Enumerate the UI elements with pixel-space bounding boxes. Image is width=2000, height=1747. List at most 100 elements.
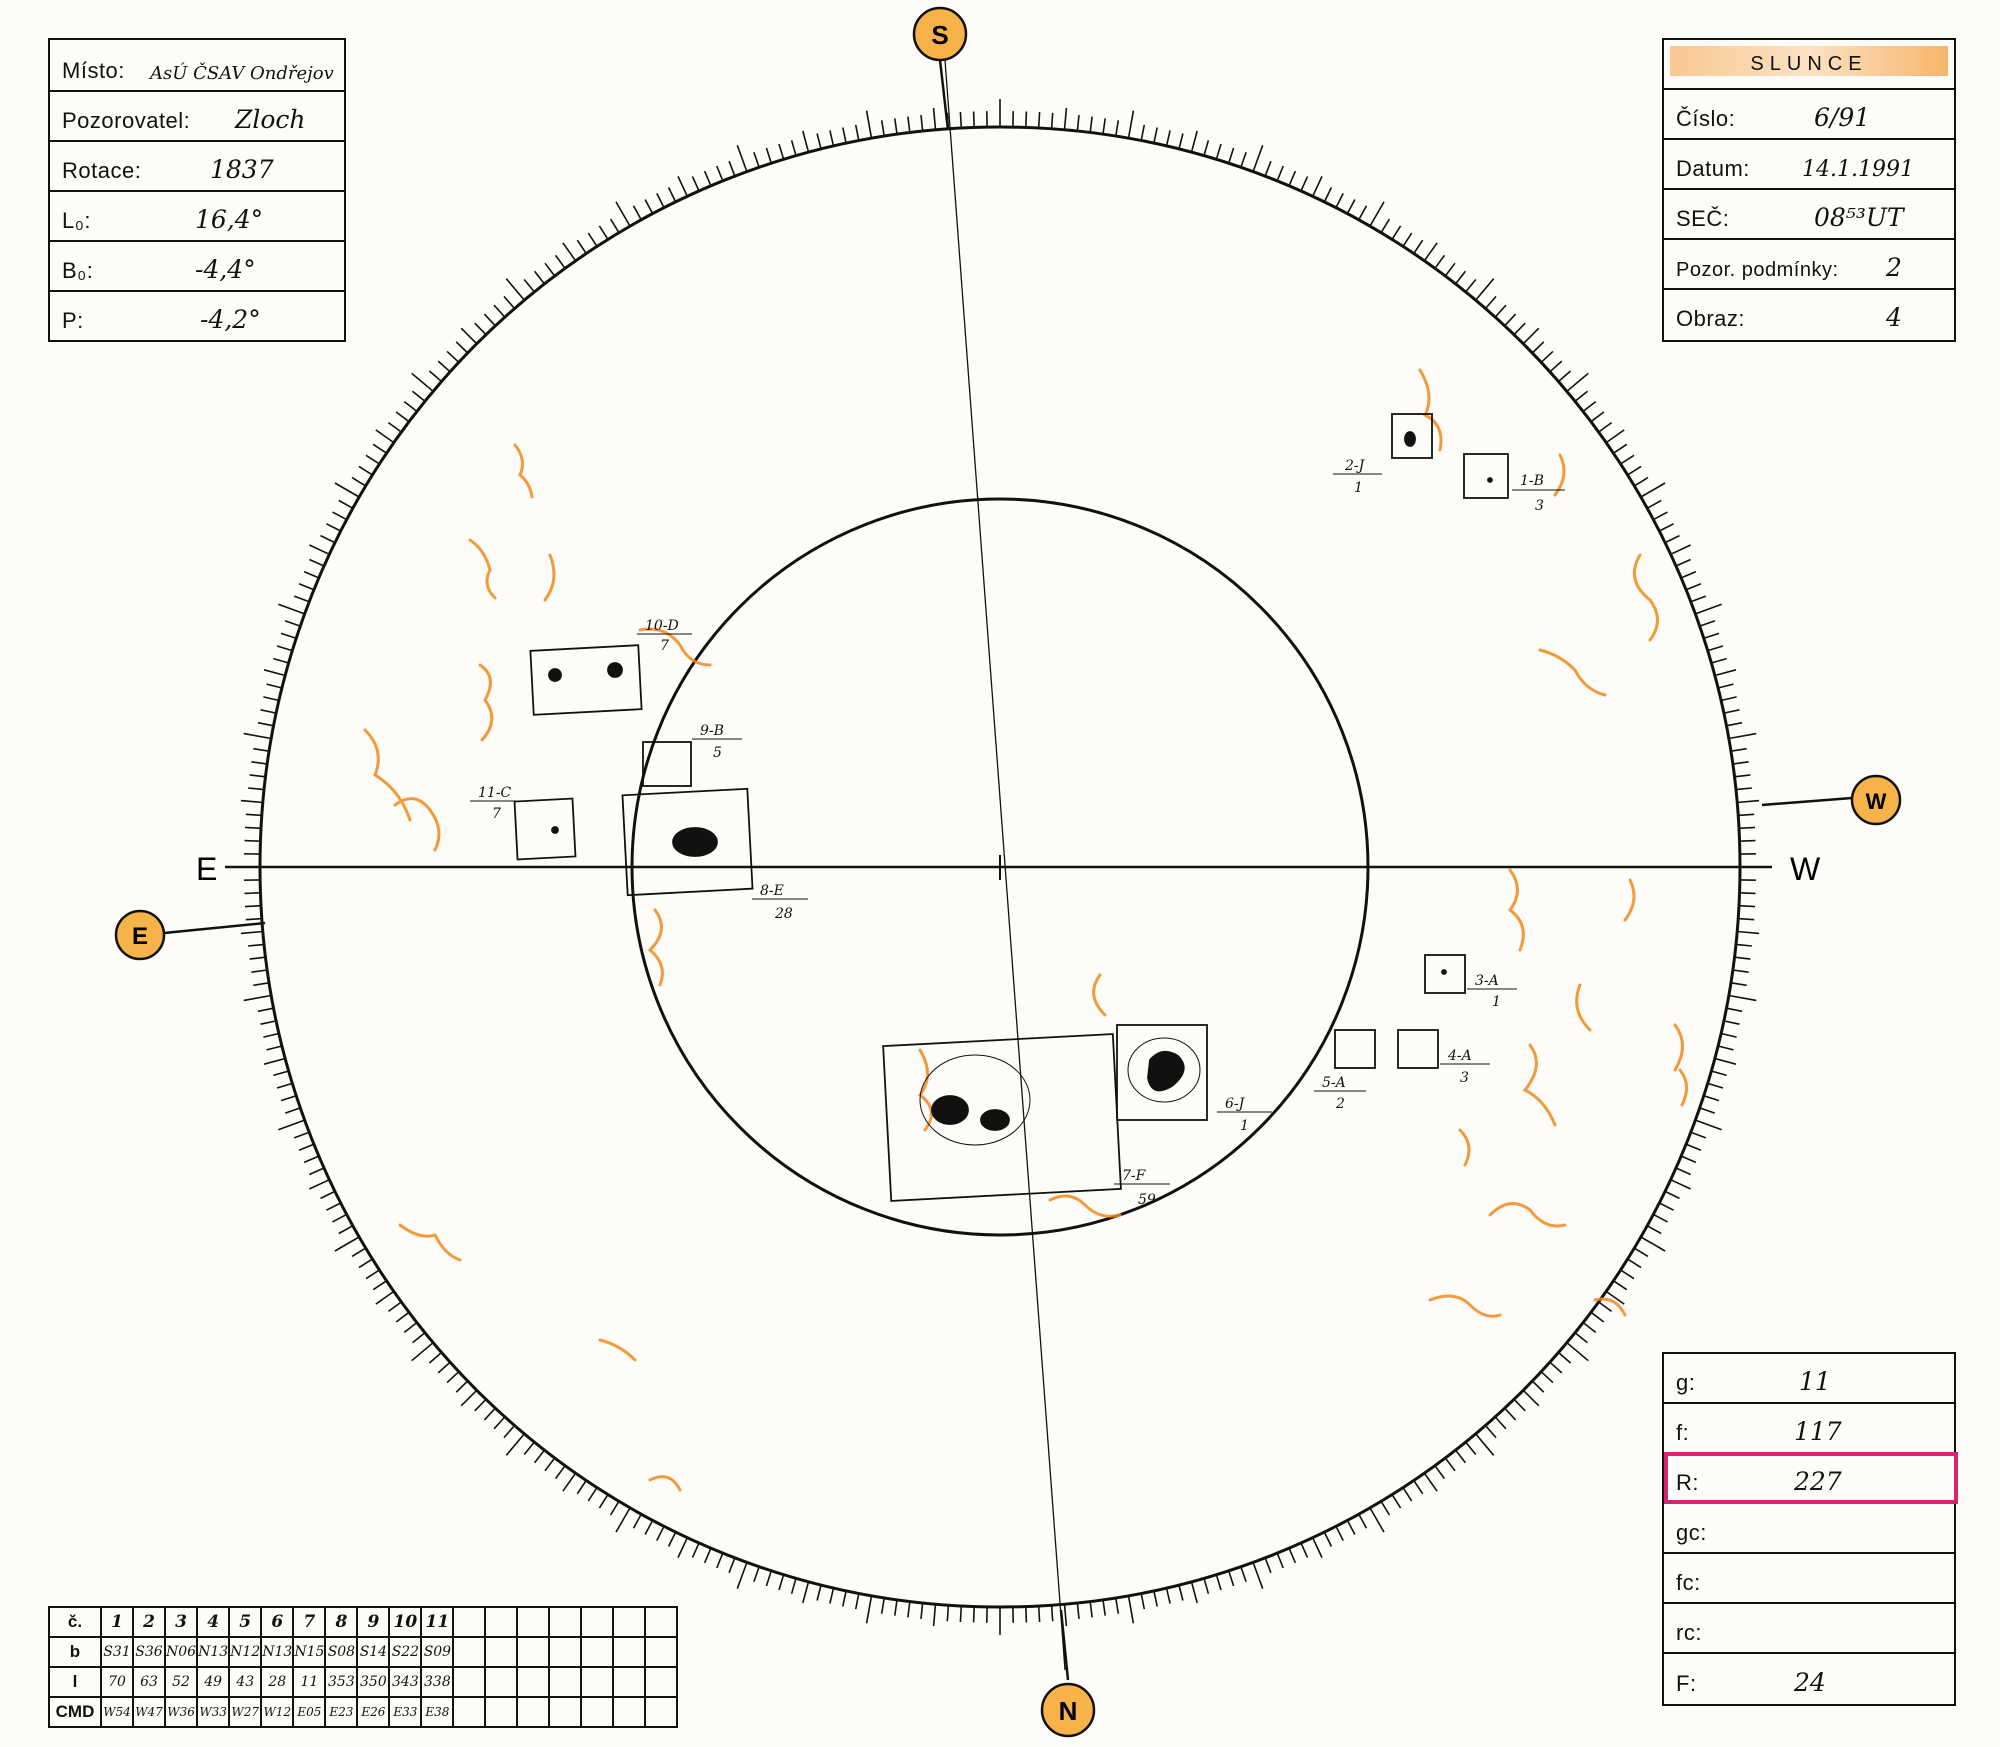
scale-tick [932,1604,937,1627]
value-obraz: 4 [1886,303,1902,332]
scale-tick [778,143,785,160]
scale-tick [1240,151,1247,168]
scale-tick [1300,1542,1309,1558]
scale-tick [959,1605,963,1623]
scale-tick [240,799,263,804]
scale-tick [716,1552,724,1569]
scale-tick [1063,1604,1068,1627]
value-rotace: 1837 [210,155,274,184]
group-box-7F [882,1033,1122,1202]
scale-tick [260,1020,277,1025]
svg-text:1: 1 [1354,480,1363,496]
scale-tick [677,1537,689,1558]
scale-tick [1252,145,1264,172]
scale-tick [615,1507,631,1533]
scale-tick [609,218,620,234]
row-obraz: Obraz: 4 [1664,290,1954,338]
scale-tick [1627,1258,1642,1269]
coord-cell-empty [516,1666,551,1698]
scale-tick [1413,239,1424,254]
scale-tick [278,603,305,615]
scale-tick [273,1070,289,1077]
scale-tick [587,1487,598,1502]
group-label-9B: 9-B5 [692,723,742,761]
group-label-3A: 3-A1 [1467,973,1517,1010]
scale-tick [263,669,286,677]
scale-tick [753,1566,760,1583]
scale-tick [309,1178,330,1190]
scale-tick [358,1258,373,1269]
scale-tick [483,1407,496,1421]
scale-tick [351,1247,367,1258]
scale-tick [1723,1020,1740,1025]
label-misto: Místo: [62,58,125,83]
scale-tick [257,721,274,727]
scale-tick [251,761,268,765]
row-sec: SEČ:08⁵³UT [1664,190,1954,240]
svg-text:59: 59 [1138,1192,1156,1208]
value-podminky: 2 [1886,253,1902,282]
svg-text:7-F: 7-F [1122,1168,1147,1184]
scale-tick [332,1213,347,1223]
scale-tick [1699,620,1716,627]
coord-cell-empty [644,1606,679,1638]
value-f: 117 [1794,1417,1842,1446]
value-datum: 14.1.1991 [1802,157,1914,182]
compass-badge-w [1850,774,1902,826]
scale-tick [1413,1480,1424,1495]
group-box-6J [1116,1024,1208,1121]
coord-cell: 63 [132,1666,166,1698]
scale-tick [1690,595,1707,603]
scale-tick [959,111,963,129]
scale-tick [1690,1131,1707,1139]
scale-tick [1190,130,1198,153]
scale-tick [736,145,748,172]
scale-tick [802,1581,810,1604]
scale-tick [503,1424,516,1439]
scale-tick [240,930,263,935]
label-obraz: Obraz: [1676,306,1746,331]
scale-tick [244,839,261,842]
scale-tick [1465,1441,1477,1456]
label-F: F: [1676,1671,1697,1696]
scale-tick [483,313,496,327]
scale-tick [1633,1247,1649,1258]
scale-tick [1227,147,1235,164]
scale-tick [1646,499,1662,509]
scale-tick [1726,1007,1743,1013]
scale-tick [1484,295,1497,310]
scale-tick [1695,1119,1722,1131]
coord-cell-empty [580,1666,615,1698]
scale-tick [703,1547,712,1564]
scale-tick [1738,917,1755,921]
scale-tick [446,1371,460,1384]
group-box-8E [621,787,754,897]
scale-tick [1720,696,1737,702]
scale-tick [437,360,451,373]
value-l0: 16,4° [195,205,264,234]
scale-tick [1739,892,1756,895]
coord-cell: E23 [324,1696,359,1728]
scale-tick [1434,254,1446,269]
scale-tick [753,151,760,168]
scale-tick [865,110,873,139]
scale-tick [802,130,810,153]
scale-tick [894,1599,898,1616]
scale-tick [1675,1167,1691,1176]
svg-text:5-A: 5-A [1322,1075,1346,1091]
scale-tick [474,322,487,336]
scale-tick [1711,1070,1727,1077]
label-f: f: [1676,1420,1690,1445]
coord-row-label: b [48,1636,102,1668]
coord-cell-empty [484,1636,519,1668]
scale-tick [1658,1202,1674,1211]
group-box-2J [1391,413,1433,459]
scale-tick [1311,1537,1323,1558]
scale-tick [1728,994,1757,1002]
coord-cell-empty [612,1636,647,1668]
compass-label-n: N [1059,1696,1078,1726]
scale-tick [598,1494,609,1509]
scale-tick [1264,1557,1272,1574]
scale-tick [1566,372,1589,392]
scale-tick [1025,1606,1028,1623]
